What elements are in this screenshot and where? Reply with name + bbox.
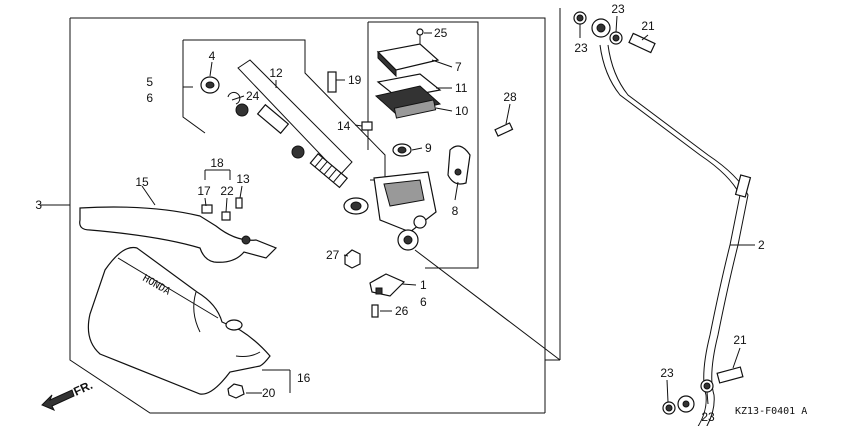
callout-21-bottom: 21 <box>733 333 747 347</box>
callout-24: 24 <box>246 89 260 103</box>
callout-18: 18 <box>210 156 224 170</box>
boot-part <box>200 76 220 94</box>
callout-26: 26 <box>395 304 409 318</box>
callout-27: 27 <box>326 248 340 262</box>
piston-kit <box>227 59 353 189</box>
callout-15: 15 <box>135 175 149 189</box>
callout-17: 17 <box>197 184 211 198</box>
diagram-code: KZ13-F0401 A <box>735 406 807 417</box>
hose-bolts <box>628 32 744 384</box>
callout-8: 8 <box>452 204 459 218</box>
front-stop-switch <box>369 273 406 297</box>
brake-hose <box>591 18 752 426</box>
callout-7: 7 <box>455 60 462 74</box>
callout-11: 11 <box>455 81 468 95</box>
knuckle-guard <box>87 246 271 395</box>
assembly-frame <box>40 8 561 414</box>
leader-lines <box>141 15 755 405</box>
mirror-bolt <box>494 122 514 137</box>
lever-pivot-parts <box>201 197 243 221</box>
callout-10: 10 <box>455 104 469 118</box>
hose-washers <box>573 11 714 415</box>
master-cylinder-body <box>343 171 437 251</box>
reservoir-parts <box>327 28 471 185</box>
callout-23-bottom-left: 23 <box>660 366 674 380</box>
callout-1: 1 <box>420 278 427 292</box>
direction-label: FR. <box>71 378 94 399</box>
callout-20: 20 <box>262 386 276 400</box>
callout-19: 19 <box>348 73 362 87</box>
callout-12: 12 <box>269 66 283 80</box>
guard-nut <box>227 383 245 399</box>
front-direction-arrow <box>41 389 75 411</box>
callout-13: 13 <box>236 172 250 186</box>
callout-23-bottom: 23 <box>701 410 715 424</box>
callout-16: 16 <box>297 371 311 385</box>
callout-28: 28 <box>503 90 517 104</box>
callout-9: 9 <box>425 141 432 155</box>
switch-screw <box>371 304 379 318</box>
callout-14: 14 <box>337 119 351 133</box>
callout-21-top: 21 <box>641 19 655 33</box>
callout-23-top: 23 <box>611 2 625 16</box>
callout-labels: 3 5 6 4 24 12 25 7 11 10 9 8 19 14 28 27… <box>35 2 765 424</box>
callout-25: 25 <box>434 26 448 40</box>
callout-23-top-left: 23 <box>574 41 588 55</box>
callout-1-6: 6 <box>420 295 427 309</box>
callout-6: 6 <box>146 91 153 105</box>
callout-4: 4 <box>209 49 216 63</box>
callout-3: 3 <box>35 198 42 212</box>
pivot-nut <box>344 249 361 269</box>
brake-lever <box>79 206 278 263</box>
callout-22: 22 <box>220 184 234 198</box>
callout-2: 2 <box>758 238 765 252</box>
callout-5: 5 <box>146 75 153 89</box>
